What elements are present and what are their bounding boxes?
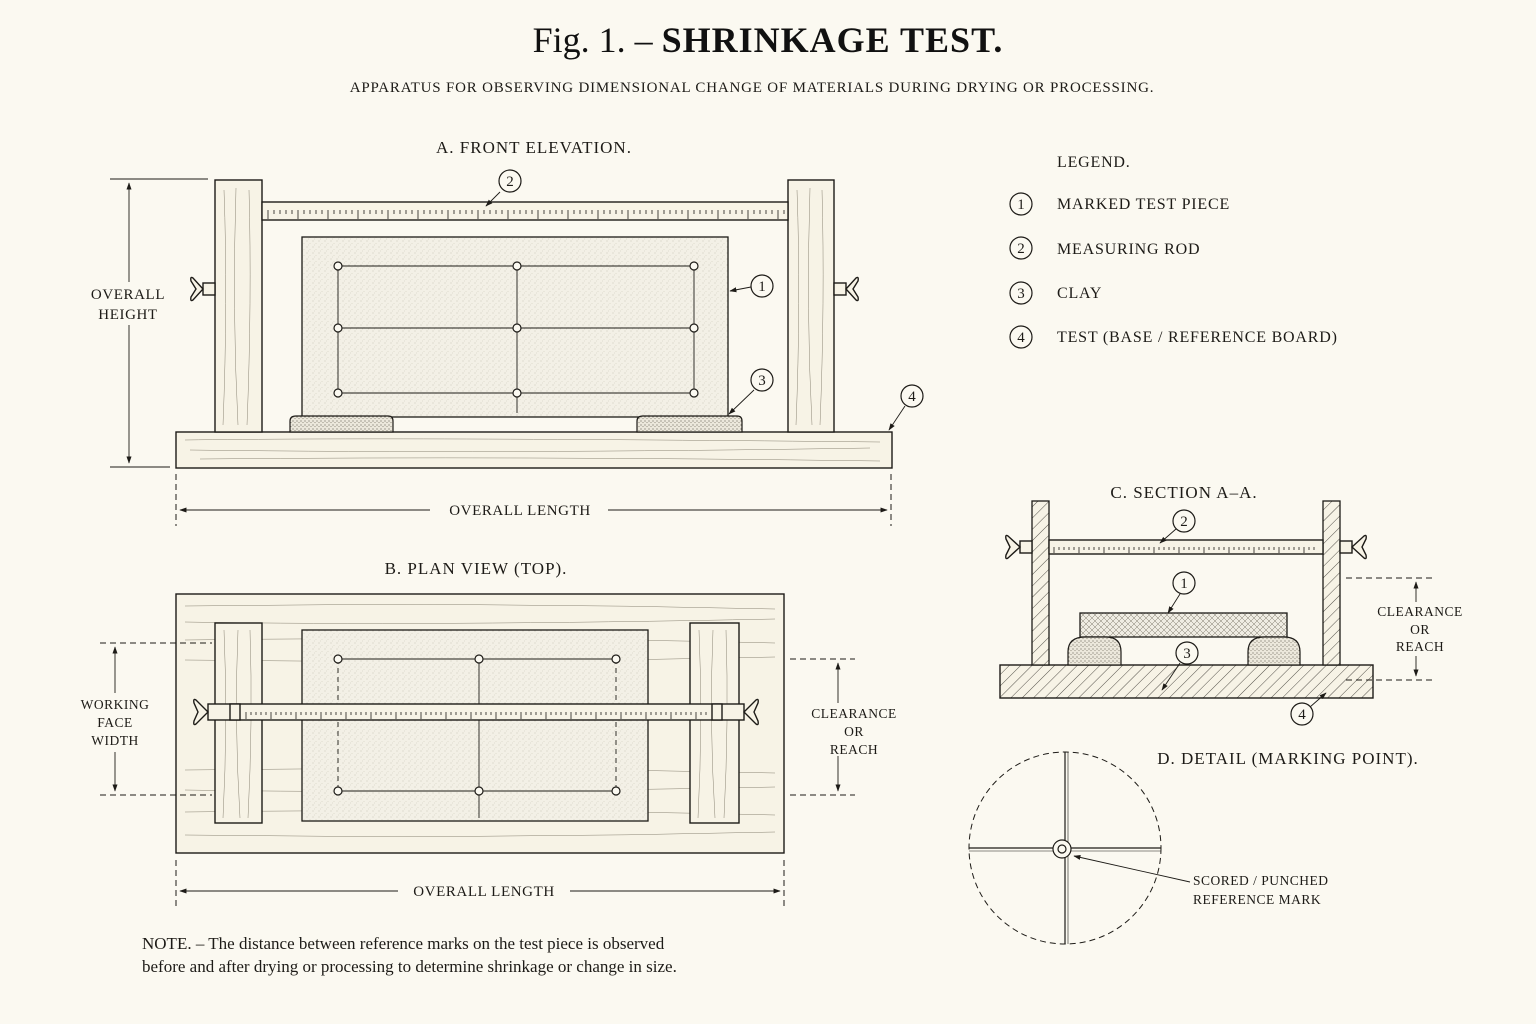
front-left-wing-screw: [190, 276, 216, 302]
section-left-wing-screw: [1005, 534, 1033, 560]
front-elevation-view: A. FRONT ELEVATION.: [91, 138, 924, 526]
detail-view-title: D. DETAIL (MARKING POINT).: [1157, 749, 1419, 768]
section-clay-right: [1247, 636, 1301, 666]
legend-item-4-num: 4: [1017, 330, 1025, 346]
plan-length-label: OVERALL LENGTH: [413, 884, 555, 900]
section-clearance-label-1: CLEARANCE: [1377, 604, 1463, 619]
section-callout-1: 1: [1180, 576, 1188, 592]
section-right-wing-screw: [1339, 534, 1367, 560]
legend-title: LEGEND.: [1057, 154, 1131, 171]
legend-item-3-num: 3: [1017, 286, 1025, 302]
detail-mark-label-1: SCORED / PUNCHED: [1193, 873, 1329, 888]
front-callout-4: 4: [908, 389, 916, 405]
front-height-label-1: OVERALL: [91, 287, 165, 303]
front-clay-left: [289, 415, 394, 433]
figure-title-main: SHRINKAGE TEST.: [662, 20, 1004, 60]
front-length-label: OVERALL LENGTH: [449, 503, 591, 519]
plan-left-wing-screw: [193, 698, 209, 726]
section-callout-4: 4: [1298, 707, 1306, 723]
front-callout-3: 3: [758, 373, 766, 389]
front-clay-right: [636, 415, 743, 433]
legend: LEGEND. 1 MARKED TEST PIECE 2 MEASURING …: [1009, 154, 1338, 349]
section-measuring-rod: [1048, 539, 1324, 555]
figure-title: Fig. 1. – SHRINKAGE TEST.: [533, 20, 1004, 60]
front-elevation-title: A. FRONT ELEVATION.: [436, 138, 632, 157]
section-clearance-label-2: OR: [1410, 622, 1430, 637]
section-callout-2: 2: [1180, 514, 1188, 530]
legend-item-2-label: MEASURING ROD: [1057, 241, 1200, 258]
legend-item-1: 1 MARKED TEST PIECE: [1009, 192, 1230, 216]
plan-view: B. PLAN VIEW (TOP). WORKING: [81, 559, 897, 908]
plan-reference-marks: [333, 654, 621, 796]
legend-item-4: 4 TEST (BASE / REFERENCE BOARD): [1009, 325, 1338, 349]
section-right-post: [1322, 500, 1341, 666]
legend-item-2: 2 MEASURING ROD: [1009, 236, 1200, 260]
legend-item-1-label: MARKED TEST PIECE: [1057, 196, 1230, 213]
section-clay-left: [1067, 636, 1122, 666]
front-measuring-rod: [261, 201, 789, 221]
front-callout-2: 2: [506, 174, 514, 190]
front-base-board: [175, 431, 893, 469]
plan-clearance-label-3: REACH: [830, 742, 878, 757]
detail-view: D. DETAIL (MARKING POINT). SCORED / PUNC…: [968, 749, 1419, 945]
legend-item-2-num: 2: [1017, 241, 1025, 257]
front-rod-ticks: [267, 210, 785, 219]
legend-item-1-num: 1: [1017, 197, 1025, 213]
plan-width-label-1: WORKING: [81, 697, 150, 712]
section-view-title: C. SECTION A–A.: [1110, 483, 1257, 502]
figure-title-prefix: Fig. 1. –: [533, 20, 654, 60]
section-view: C. SECTION A–A. 2 1 3 4: [999, 483, 1463, 726]
plan-view-title: B. PLAN VIEW (TOP).: [385, 559, 568, 578]
front-left-post: [214, 179, 263, 433]
plan-right-post: [689, 622, 740, 824]
plan-width-label-2: FACE: [97, 715, 133, 730]
legend-item-4-label: TEST (BASE / REFERENCE BOARD): [1057, 329, 1338, 346]
section-left-post: [1031, 500, 1050, 666]
front-height-label-2: HEIGHT: [98, 307, 157, 323]
plan-rod-ticks: [245, 712, 707, 719]
section-callout-3: 3: [1183, 646, 1191, 662]
section-clearance-label-3: REACH: [1396, 639, 1444, 654]
note-line-2: before and after drying or processing to…: [142, 957, 677, 976]
note: NOTE. – The distance between reference m…: [142, 934, 677, 976]
front-callout-1: 1: [758, 279, 766, 295]
plan-width-label-3: WIDTH: [91, 733, 138, 748]
front-right-wing-screw: [833, 276, 859, 302]
note-line-1: NOTE. – The distance between reference m…: [142, 934, 665, 953]
plan-right-wing-screw: [743, 698, 759, 726]
legend-item-3: 3 CLAY: [1009, 281, 1102, 305]
section-test-piece: [1079, 612, 1288, 638]
front-reference-marks: [333, 261, 699, 398]
plan-clearance-label-1: CLEARANCE: [811, 706, 897, 721]
detail-mark-label-2: REFERENCE MARK: [1193, 892, 1321, 907]
section-base-board: [999, 664, 1374, 699]
legend-item-3-label: CLAY: [1057, 285, 1102, 302]
front-right-post: [787, 179, 835, 433]
figure-subtitle: APPARATUS FOR OBSERVING DIMENSIONAL CHAN…: [350, 80, 1155, 96]
section-rod-ticks: [1053, 547, 1315, 553]
plan-clearance-label-2: OR: [844, 724, 864, 739]
